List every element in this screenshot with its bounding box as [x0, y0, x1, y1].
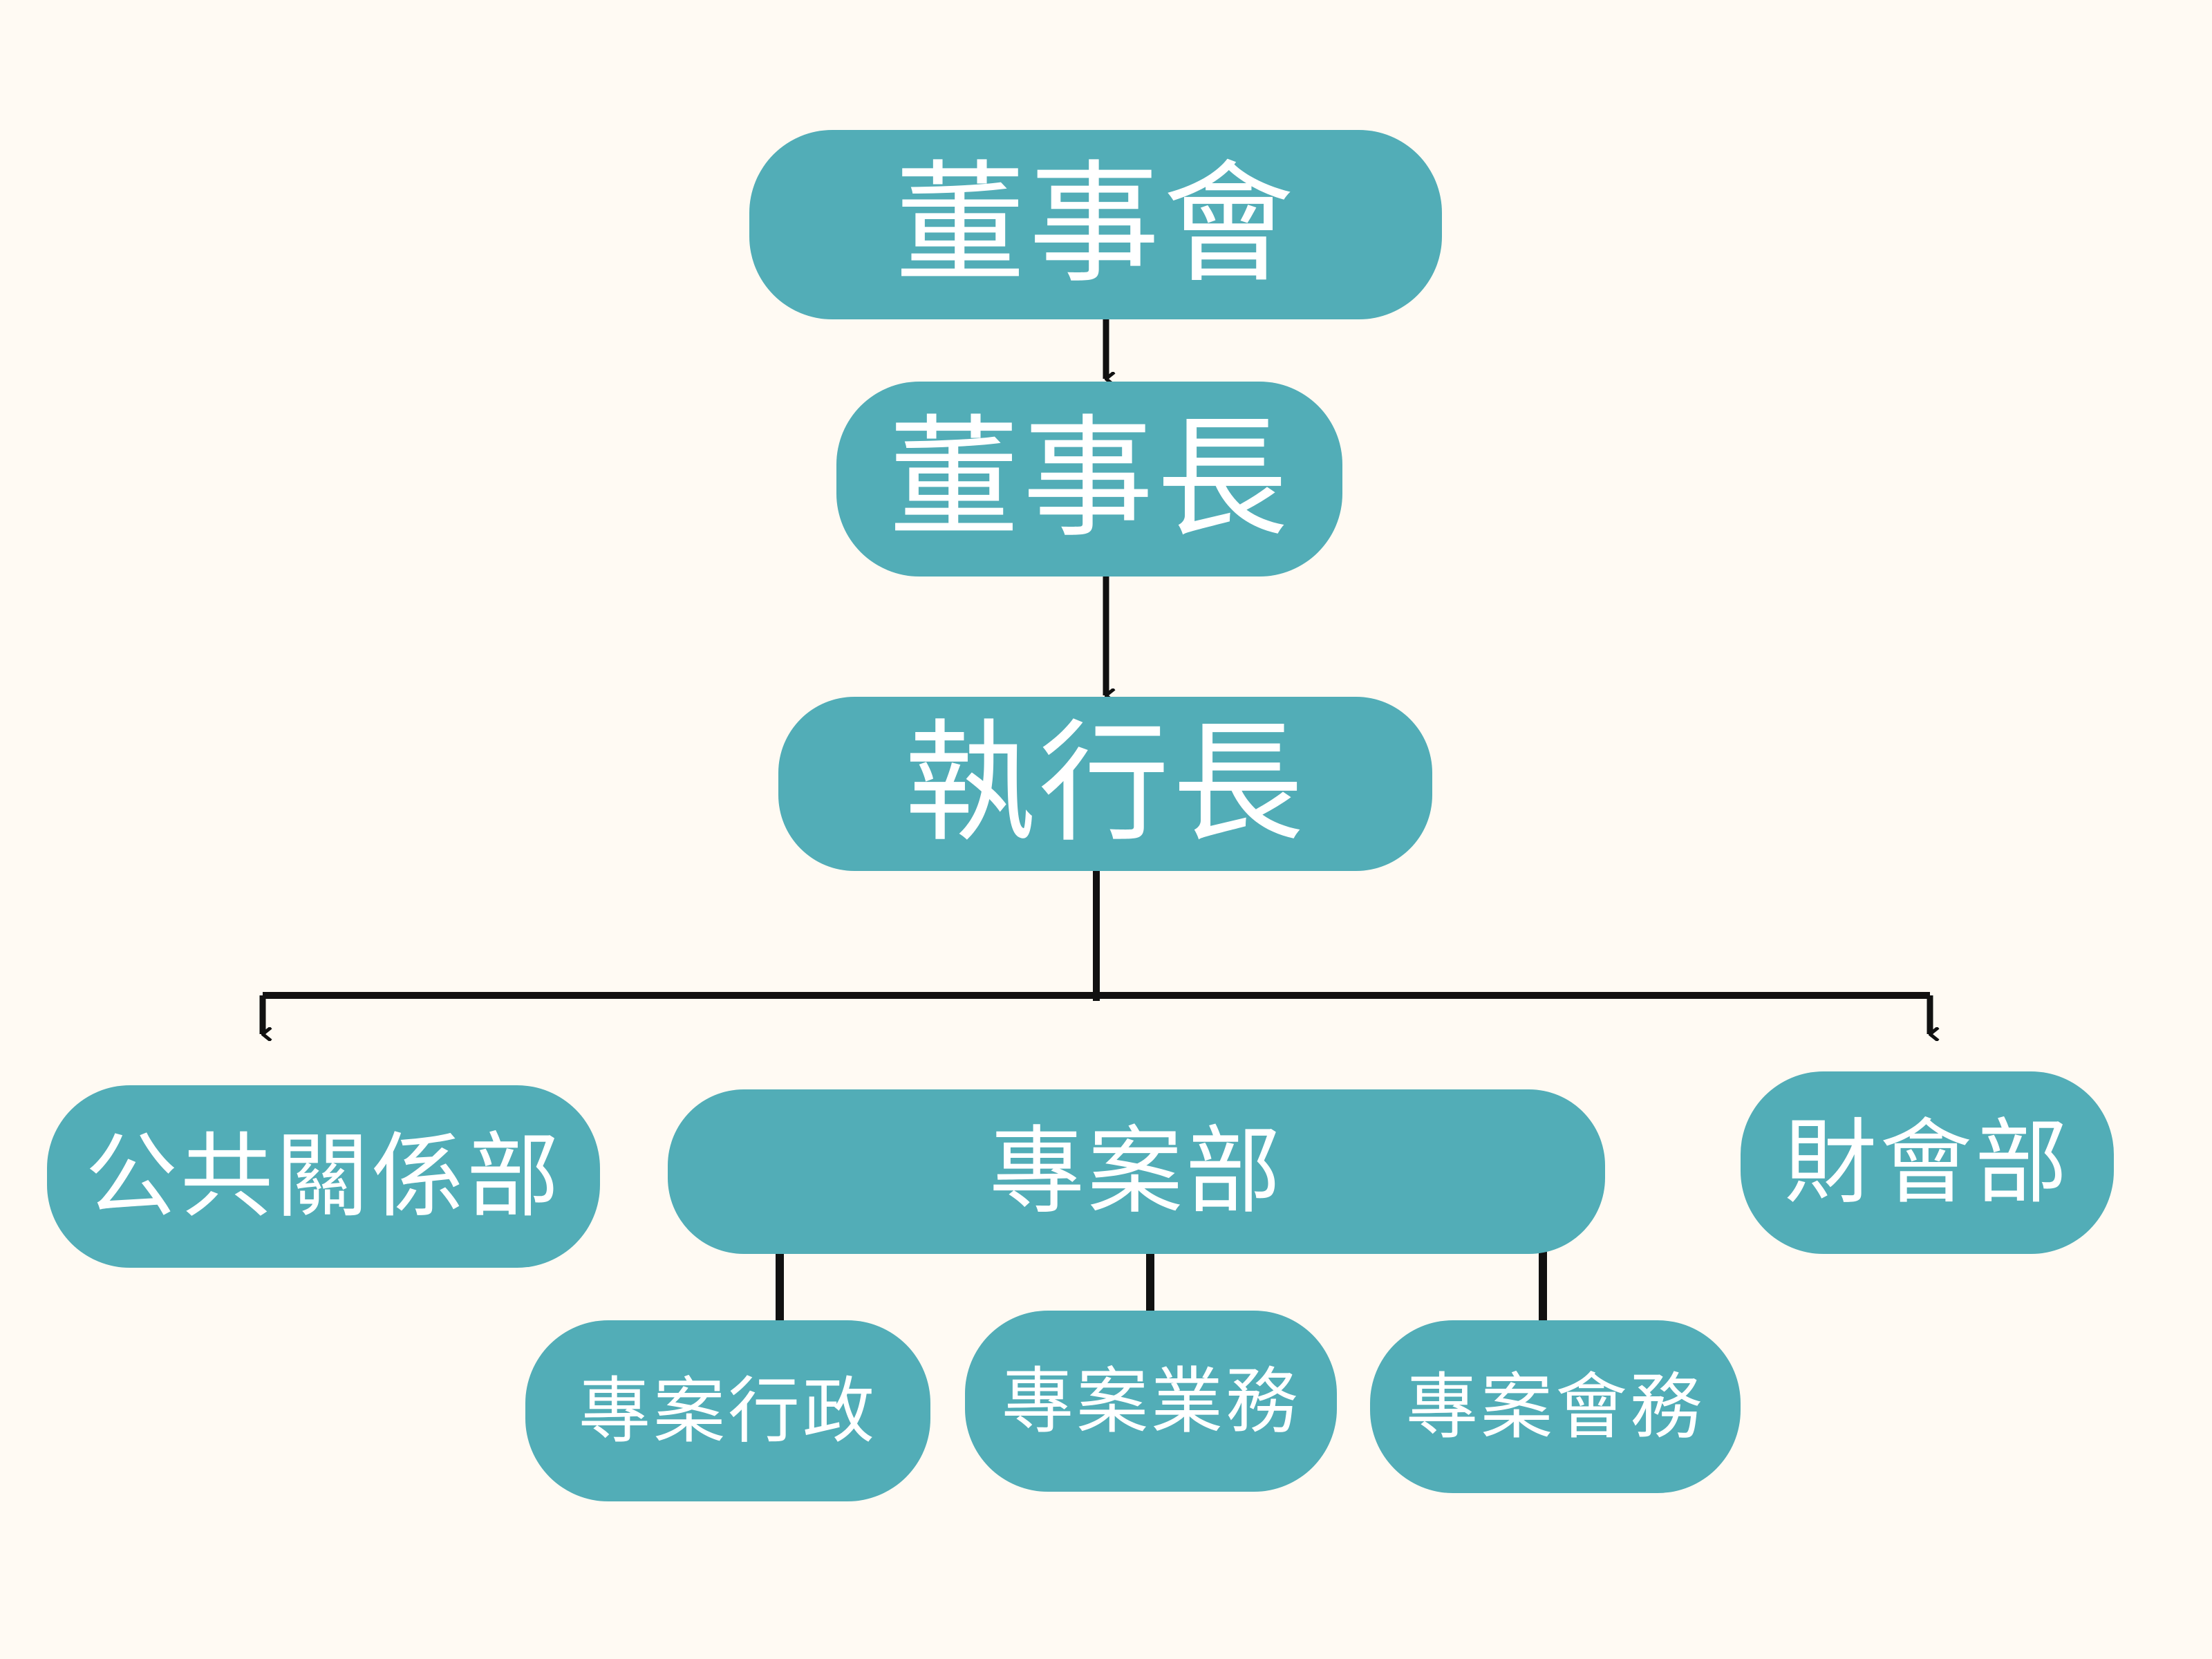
node-project-admin-label: 專案行政 — [578, 1369, 877, 1453]
node-chairman-label: 董事長 — [888, 402, 1291, 555]
node-project-business-label: 專案業務 — [1001, 1359, 1300, 1443]
node-projects-label: 專案部 — [988, 1116, 1284, 1227]
node-public-relations[interactable]: 公共關係部 — [47, 1085, 600, 1268]
node-board-label: 董事會 — [894, 148, 1297, 301]
node-project-business[interactable]: 專案業務 — [965, 1311, 1337, 1492]
node-project-admin[interactable]: 專案行政 — [525, 1320, 930, 1501]
node-board[interactable]: 董事會 — [749, 130, 1442, 319]
node-projects[interactable]: 專案部 — [668, 1089, 1605, 1254]
node-public-relations-label: 公共關係部 — [84, 1123, 562, 1230]
node-finance[interactable]: 財會部 — [1741, 1071, 2114, 1254]
node-ceo[interactable]: 執行長 — [778, 697, 1432, 871]
node-project-accounting[interactable]: 專案會務 — [1370, 1320, 1741, 1493]
node-chairman[interactable]: 董事長 — [836, 382, 1342, 577]
node-ceo-label: 執行長 — [903, 707, 1306, 860]
node-project-accounting-label: 專案會務 — [1405, 1365, 1705, 1449]
node-finance-label: 財會部 — [1783, 1109, 2070, 1217]
